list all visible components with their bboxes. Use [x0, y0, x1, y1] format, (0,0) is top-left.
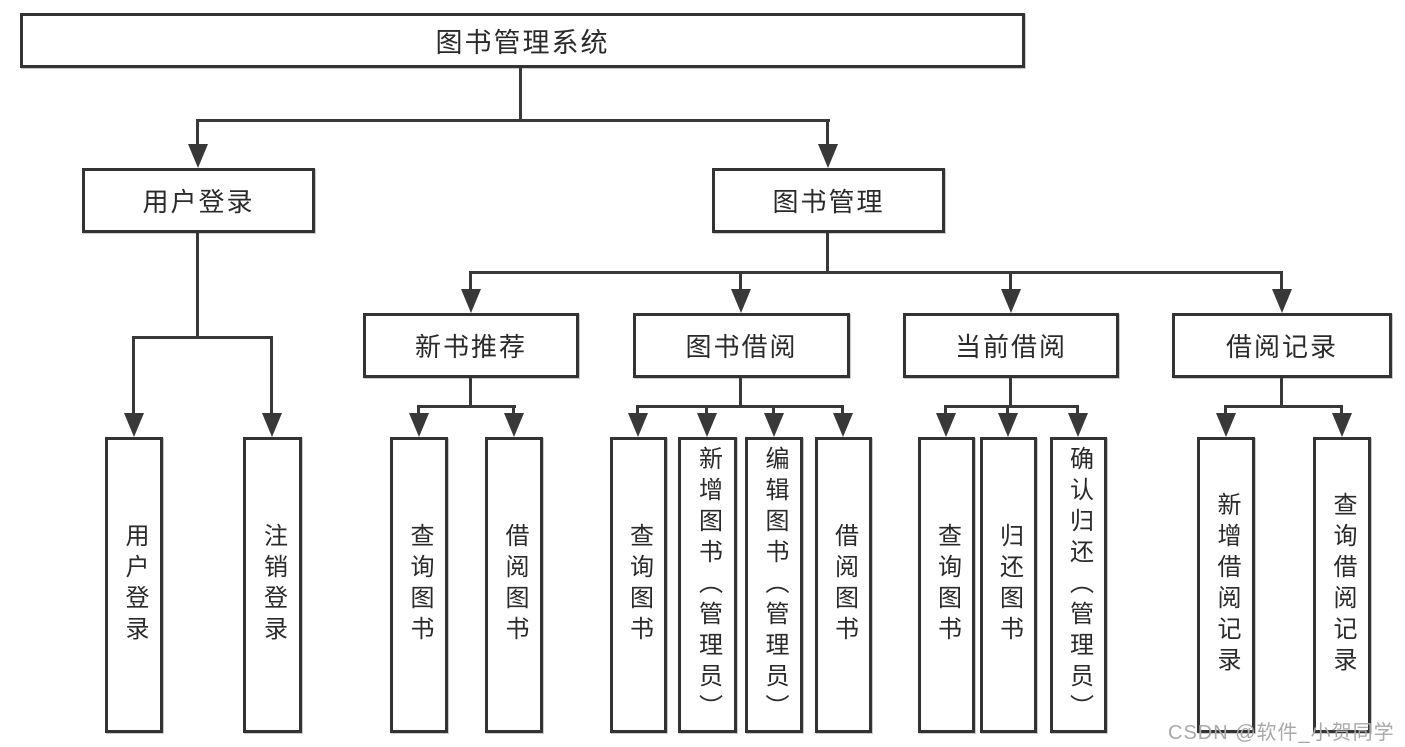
arrowhead-leaf-login — [124, 413, 144, 437]
arrowhead-borrow-records — [1272, 289, 1292, 313]
arrowhead-br-add — [1216, 413, 1236, 437]
connector-arrow-stem-cb-query — [944, 405, 947, 415]
leaf-user-login-label: 用户登录 — [121, 523, 148, 647]
arrowhead-bb-query — [628, 413, 648, 437]
leaf-nb-query-books: 查询图书 — [390, 437, 448, 733]
leaf-nb-borrow-books: 借阅图书 — [485, 437, 543, 733]
arrowhead-bb-edit — [764, 413, 784, 437]
connector-arrow-stem-bb-add — [705, 405, 708, 415]
connector-arrow-stem-user-login — [196, 119, 199, 147]
connector-arrow-stem-cb-confirm — [1076, 405, 1079, 415]
connector-borrow-records-hline — [1224, 405, 1343, 408]
node-book-management-label: 图书管理 — [772, 187, 885, 217]
leaf-bb-borrow-books-label: 借阅图书 — [830, 523, 858, 647]
arrowhead-nb-query — [409, 413, 429, 437]
connector-user-login-hline — [132, 336, 273, 339]
connector-level3-hline — [469, 271, 1283, 274]
arrowhead-book-mgmt — [818, 144, 838, 168]
leaf-logout: 注销登录 — [243, 437, 302, 733]
arrowhead-bb-add — [697, 413, 717, 437]
leaf-cb-confirm-return-admin-label: 确认归还（管理员） — [1065, 445, 1093, 725]
leaf-bb-edit-books-admin: 编辑图书（管理员） — [745, 437, 803, 733]
leaf-br-query-record: 查询借阅记录 — [1313, 437, 1371, 733]
connector-arrow-stem-br-query — [1340, 405, 1343, 415]
connector-arrow-stem-br-add — [1224, 405, 1227, 415]
node-new-book-recommend: 新书推荐 — [363, 313, 579, 378]
node-root-label: 图书管理系统 — [435, 28, 610, 58]
arrowhead-cb-confirm — [1068, 413, 1088, 437]
node-current-borrowing: 当前借阅 — [903, 313, 1119, 378]
leaf-bb-add-books-admin: 新增图书（管理员） — [678, 437, 737, 733]
arrowhead-new-books — [461, 289, 481, 313]
node-book-borrowing-label: 图书借阅 — [685, 332, 798, 362]
leaf-br-add-record: 新增借阅记录 — [1197, 437, 1255, 733]
node-root-system: 图书管理系统 — [20, 13, 1025, 68]
arrowhead-cb-return — [998, 413, 1018, 437]
arrowhead-book-borrow — [731, 289, 751, 313]
csdn-watermark: CSDN @软件_小贺同学 — [1168, 722, 1395, 744]
node-new-book-recommend-label: 新书推荐 — [414, 332, 527, 362]
leaf-bb-edit-books-admin-label: 编辑图书（管理员） — [761, 445, 788, 725]
connector-arrow-stem-leaf-logout — [270, 336, 273, 415]
connector-arrow-stem-book-borrow — [739, 271, 742, 291]
connector-arrow-stem-book-mgmt — [826, 119, 829, 147]
node-user-login: 用户登录 — [82, 168, 315, 233]
leaf-nb-query-books-label: 查询图书 — [406, 523, 433, 647]
arrowhead-br-query — [1332, 413, 1352, 437]
connector-arrow-stem-borrow-records — [1280, 271, 1283, 291]
node-book-borrowing: 图书借阅 — [633, 313, 850, 378]
connector-root-stem — [519, 68, 522, 122]
leaf-br-add-record-label: 新增借阅记录 — [1213, 492, 1240, 678]
connector-user-login-stem — [196, 233, 199, 339]
connector-new-books-hline — [417, 405, 516, 408]
leaf-bb-borrow-books: 借阅图书 — [815, 437, 872, 733]
leaf-logout-label: 注销登录 — [259, 523, 287, 647]
leaf-br-query-record-label: 查询借阅记录 — [1329, 492, 1356, 678]
arrowhead-user-login — [188, 144, 208, 168]
leaf-cb-query-books: 查询图书 — [918, 437, 975, 733]
connector-arrow-stem-nb-borrow — [512, 405, 515, 415]
leaf-bb-query-books-label: 查询图书 — [625, 523, 653, 647]
connector-new-books-stem — [469, 378, 472, 408]
node-user-login-label: 用户登录 — [142, 187, 255, 217]
leaf-cb-return-books: 归还图书 — [980, 437, 1037, 733]
node-borrowing-records: 借阅记录 — [1172, 313, 1392, 378]
connector-arrow-stem-bb-query — [636, 405, 639, 415]
connector-arrow-stem-leaf-login — [132, 336, 135, 415]
connector-book-mgmt-stem — [826, 233, 829, 274]
leaf-user-login: 用户登录 — [105, 437, 163, 733]
arrowhead-leaf-logout — [262, 413, 282, 437]
arrowhead-current-borrow — [1001, 289, 1021, 313]
leaf-nb-borrow-books-label: 借阅图书 — [501, 523, 528, 647]
connector-borrow-records-stem — [1280, 378, 1283, 408]
connector-arrow-stem-bb-edit — [772, 405, 775, 415]
connector-arrow-stem-cb-return — [1006, 405, 1009, 415]
node-borrowing-records-label: 借阅记录 — [1225, 332, 1338, 362]
leaf-cb-confirm-return-admin: 确认归还（管理员） — [1050, 437, 1107, 733]
leaf-bb-add-books-admin-label: 新增图书（管理员） — [694, 445, 722, 725]
connector-book-borrow-stem — [739, 378, 742, 408]
connector-current-borrow-hline — [944, 405, 1079, 408]
node-current-borrowing-label: 当前借阅 — [954, 332, 1067, 362]
arrowhead-bb-borrow — [833, 413, 853, 437]
connector-arrow-stem-new-books — [469, 271, 472, 291]
node-book-management: 图书管理 — [712, 168, 945, 233]
arrowhead-nb-borrow — [504, 413, 524, 437]
connector-book-borrow-hline — [636, 405, 844, 408]
connector-arrow-stem-nb-query — [417, 405, 420, 415]
leaf-bb-query-books: 查询图书 — [610, 437, 667, 733]
leaf-cb-query-books-label: 查询图书 — [933, 523, 961, 647]
connector-current-borrow-stem — [1009, 378, 1012, 408]
leaf-cb-return-books-label: 归还图书 — [995, 523, 1023, 647]
arrowhead-cb-query — [936, 413, 956, 437]
connector-arrow-stem-current-borrow — [1009, 271, 1012, 291]
connector-level2-hline — [196, 119, 830, 122]
connector-arrow-stem-bb-borrow — [841, 405, 844, 415]
